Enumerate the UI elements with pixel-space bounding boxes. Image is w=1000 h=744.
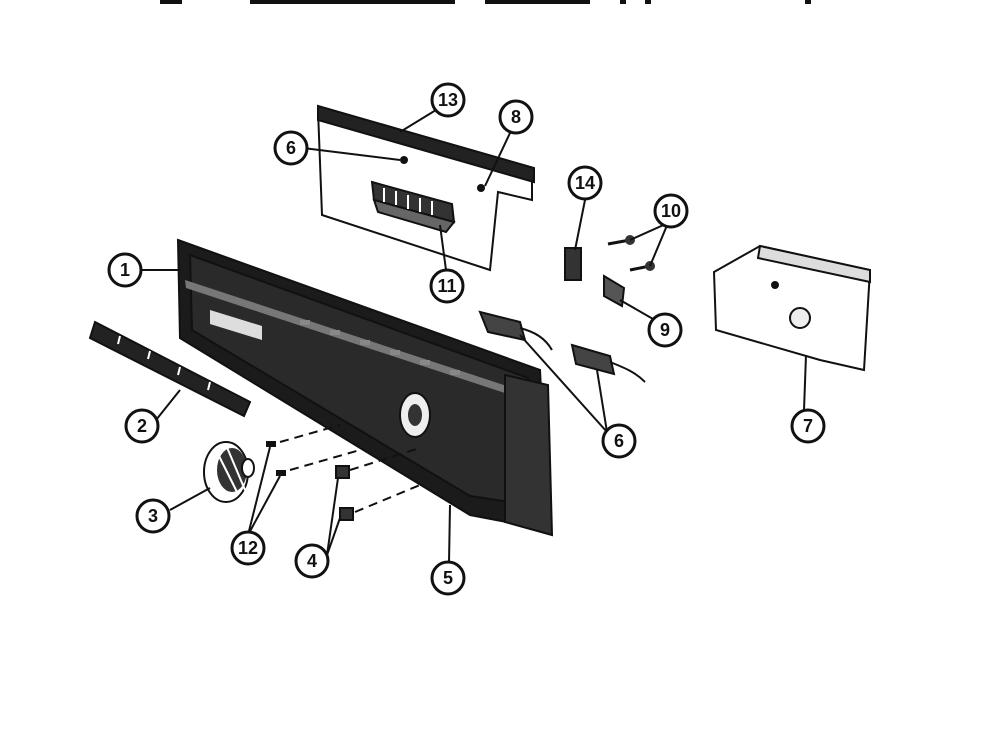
callout-6-top: 6: [273, 130, 309, 166]
callout-14: 14: [567, 165, 603, 201]
control-bracket-part: [316, 104, 535, 272]
svg-text:4: 4: [307, 551, 317, 571]
callout-12: 12: [230, 530, 266, 566]
svg-text:5: 5: [443, 568, 453, 588]
svg-text:11: 11: [437, 276, 456, 296]
trim-strip-part: [88, 320, 252, 418]
callout-5: 5: [430, 560, 466, 596]
svg-text:1: 1: [120, 260, 130, 280]
callout-1: 1: [107, 252, 143, 288]
callout-10: 10: [653, 193, 689, 229]
callout-2: 2: [124, 408, 160, 444]
leader-lines: [141, 109, 807, 564]
assembly-lines: [279, 424, 421, 513]
svg-text:9: 9: [660, 320, 670, 340]
control-panel-part: [176, 238, 554, 537]
callout-7: 7: [790, 408, 826, 444]
svg-text:2: 2: [137, 416, 147, 436]
callout-9: 9: [647, 312, 683, 348]
callout-4: 4: [294, 543, 330, 579]
svg-text:12: 12: [238, 538, 258, 558]
timer-part: [712, 244, 872, 372]
svg-text:6: 6: [614, 431, 624, 451]
svg-text:14: 14: [575, 173, 595, 193]
header-fragment: [160, 0, 811, 4]
svg-text:10: 10: [661, 201, 681, 221]
switch-block-part: [370, 180, 456, 234]
svg-text:7: 7: [803, 416, 813, 436]
screws-part: [266, 441, 286, 476]
nuts-part: [335, 465, 354, 521]
svg-text:8: 8: [511, 107, 521, 127]
svg-text:6: 6: [286, 138, 296, 158]
knob-part: [203, 441, 255, 503]
callout-13: 13: [430, 82, 466, 118]
callout-3: 3: [135, 498, 171, 534]
callout-11: 11: [429, 268, 465, 304]
svg-text:13: 13: [438, 90, 458, 110]
svg-text:3: 3: [148, 506, 158, 526]
clip-parts: [564, 247, 626, 308]
callout-8: 8: [498, 99, 534, 135]
callout-6-bottom: 6: [601, 423, 637, 459]
